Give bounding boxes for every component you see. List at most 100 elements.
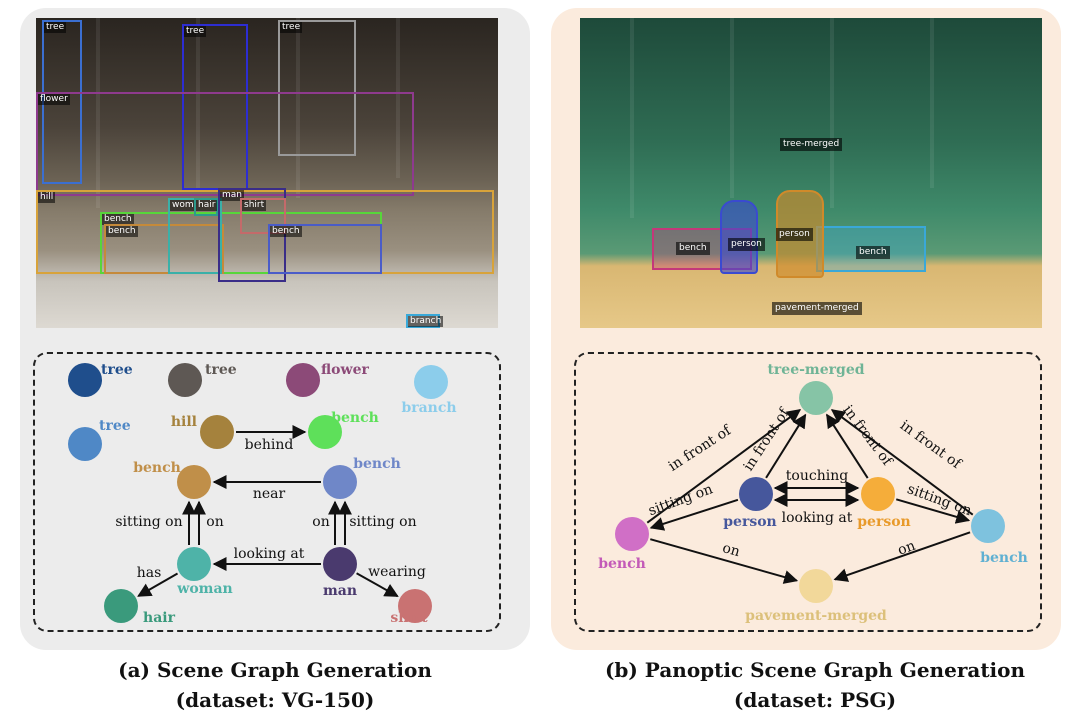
- caption-panoptic-scene-graph: (b) Panoptic Scene Graph Generation (dat…: [560, 655, 1070, 715]
- edge-label: looking at: [782, 510, 853, 526]
- node-bench1: [615, 517, 649, 551]
- node-pavement: [799, 569, 833, 603]
- tree-trunk-shape: [830, 18, 834, 208]
- edge-label: wearing: [368, 564, 426, 580]
- segment-label-pavement-merged: pavement-merged: [772, 302, 862, 315]
- node-shirt: [398, 589, 432, 623]
- node-bench3: [323, 465, 357, 499]
- bbox-label: shirt: [242, 200, 267, 211]
- photo-with-bounding-boxes: tree tree tree flower hill bench bench w…: [36, 18, 498, 328]
- edge-label: in front of: [741, 404, 794, 474]
- bbox-tree-2: tree: [182, 24, 248, 190]
- segment-person-1: [720, 200, 758, 274]
- bbox-tree-3: tree: [278, 20, 356, 156]
- segment-label-bench: bench: [856, 246, 890, 259]
- node-label-branch: branch: [401, 400, 456, 416]
- node-branch: [414, 365, 448, 399]
- tree-trunk-shape: [630, 18, 634, 218]
- node-man: [323, 547, 357, 581]
- caption-line-1: (a) Scene Graph Generation: [118, 658, 432, 682]
- edge-arrow: [895, 498, 971, 524]
- node-bench1: [308, 415, 342, 449]
- node-tree1: [68, 363, 102, 397]
- bbox-shirt: shirt: [240, 198, 286, 234]
- node-label-bench1: bench: [598, 556, 646, 572]
- edge-label: on: [896, 538, 918, 559]
- bbox-label: flower: [38, 94, 70, 105]
- edge-label: on: [206, 514, 223, 530]
- edge-arrow: [356, 572, 399, 598]
- node-label-woman: woman: [176, 581, 232, 597]
- node-label-bench2: bench: [980, 550, 1028, 566]
- scene-graph-frame: [33, 352, 501, 632]
- edge-arrow: [649, 498, 739, 531]
- edge-label: sitting on: [115, 514, 182, 530]
- bbox-label: hill: [38, 192, 56, 203]
- tree-trunk-shape: [296, 18, 300, 198]
- node-label-person2: person: [857, 514, 910, 530]
- edge-label: has: [137, 565, 162, 581]
- caption-line-2: (dataset: PSG): [733, 688, 897, 712]
- edge-label: touching: [786, 468, 848, 484]
- node-bench2: [177, 465, 211, 499]
- edge-arrow: [826, 413, 869, 479]
- bbox-label: bench: [102, 214, 134, 225]
- edge-label: sitting on: [905, 481, 974, 519]
- node-tree3: [68, 427, 102, 461]
- caption-scene-graph: (a) Scene Graph Generation (dataset: VG-…: [20, 655, 530, 715]
- bbox-hair: hair: [194, 198, 218, 216]
- bbox-bench-2: bench: [104, 224, 224, 274]
- node-tree: [799, 381, 833, 415]
- edge-label: near: [253, 486, 286, 502]
- node-flower: [286, 363, 320, 397]
- bbox-bench-3: bench: [268, 224, 382, 274]
- panoptic-graph-frame: [574, 352, 1042, 632]
- segment-label-person: person: [728, 238, 765, 251]
- bbox-label: bench: [270, 226, 302, 237]
- edge-label: in front of: [666, 422, 736, 475]
- segment-label-person: person: [776, 228, 813, 241]
- node-hill: [200, 415, 234, 449]
- bbox-flower: flower: [36, 92, 414, 196]
- bbox-label: wom: [170, 200, 196, 211]
- node-label-tree2: tree: [205, 362, 237, 378]
- node-person2: [861, 477, 895, 511]
- tree-trunk-shape: [96, 18, 100, 208]
- bbox-label: tree: [184, 26, 207, 37]
- node-label-person1: person: [723, 514, 776, 530]
- node-person1: [739, 477, 773, 511]
- bbox-label: tree: [44, 22, 67, 33]
- bbox-label: bench: [106, 226, 138, 237]
- node-label-flower: flower: [321, 362, 369, 378]
- caption-line-1: (b) Panoptic Scene Graph Generation: [604, 658, 1026, 682]
- node-label-shirt: shirt: [390, 610, 428, 626]
- node-woman: [177, 547, 211, 581]
- edge-arrow: [137, 572, 179, 597]
- edge-label: sitting on: [349, 514, 416, 530]
- node-hair: [104, 589, 138, 623]
- tree-trunk-shape: [730, 18, 734, 198]
- node-label-bench3: bench: [353, 456, 401, 472]
- edge-arrow: [650, 538, 799, 584]
- node-label-tree1: tree: [101, 362, 133, 378]
- edge-arrow: [833, 531, 971, 582]
- edge-label: behind: [245, 437, 294, 453]
- edge-arrow: [765, 413, 807, 479]
- node-bench2: [971, 509, 1005, 543]
- edge-label: sitting on: [646, 481, 715, 519]
- node-label-tree: tree-merged: [767, 362, 864, 378]
- node-label-pavement: pavement-merged: [745, 608, 887, 624]
- node-label-bench1: bench: [331, 410, 379, 426]
- node-label-hill: hill: [171, 414, 197, 430]
- tree-trunk-shape: [930, 18, 934, 188]
- edge-arrow: [646, 409, 802, 524]
- node-label-tree3: tree: [99, 418, 131, 434]
- photo-with-segmentation: tree-merged bench person person bench pa…: [580, 18, 1042, 328]
- tree-trunk-shape: [396, 18, 400, 178]
- bbox-label: man: [220, 190, 244, 201]
- node-label-bench2: bench: [133, 460, 181, 476]
- edge-label: on: [721, 540, 742, 560]
- node-tree2: [168, 363, 202, 397]
